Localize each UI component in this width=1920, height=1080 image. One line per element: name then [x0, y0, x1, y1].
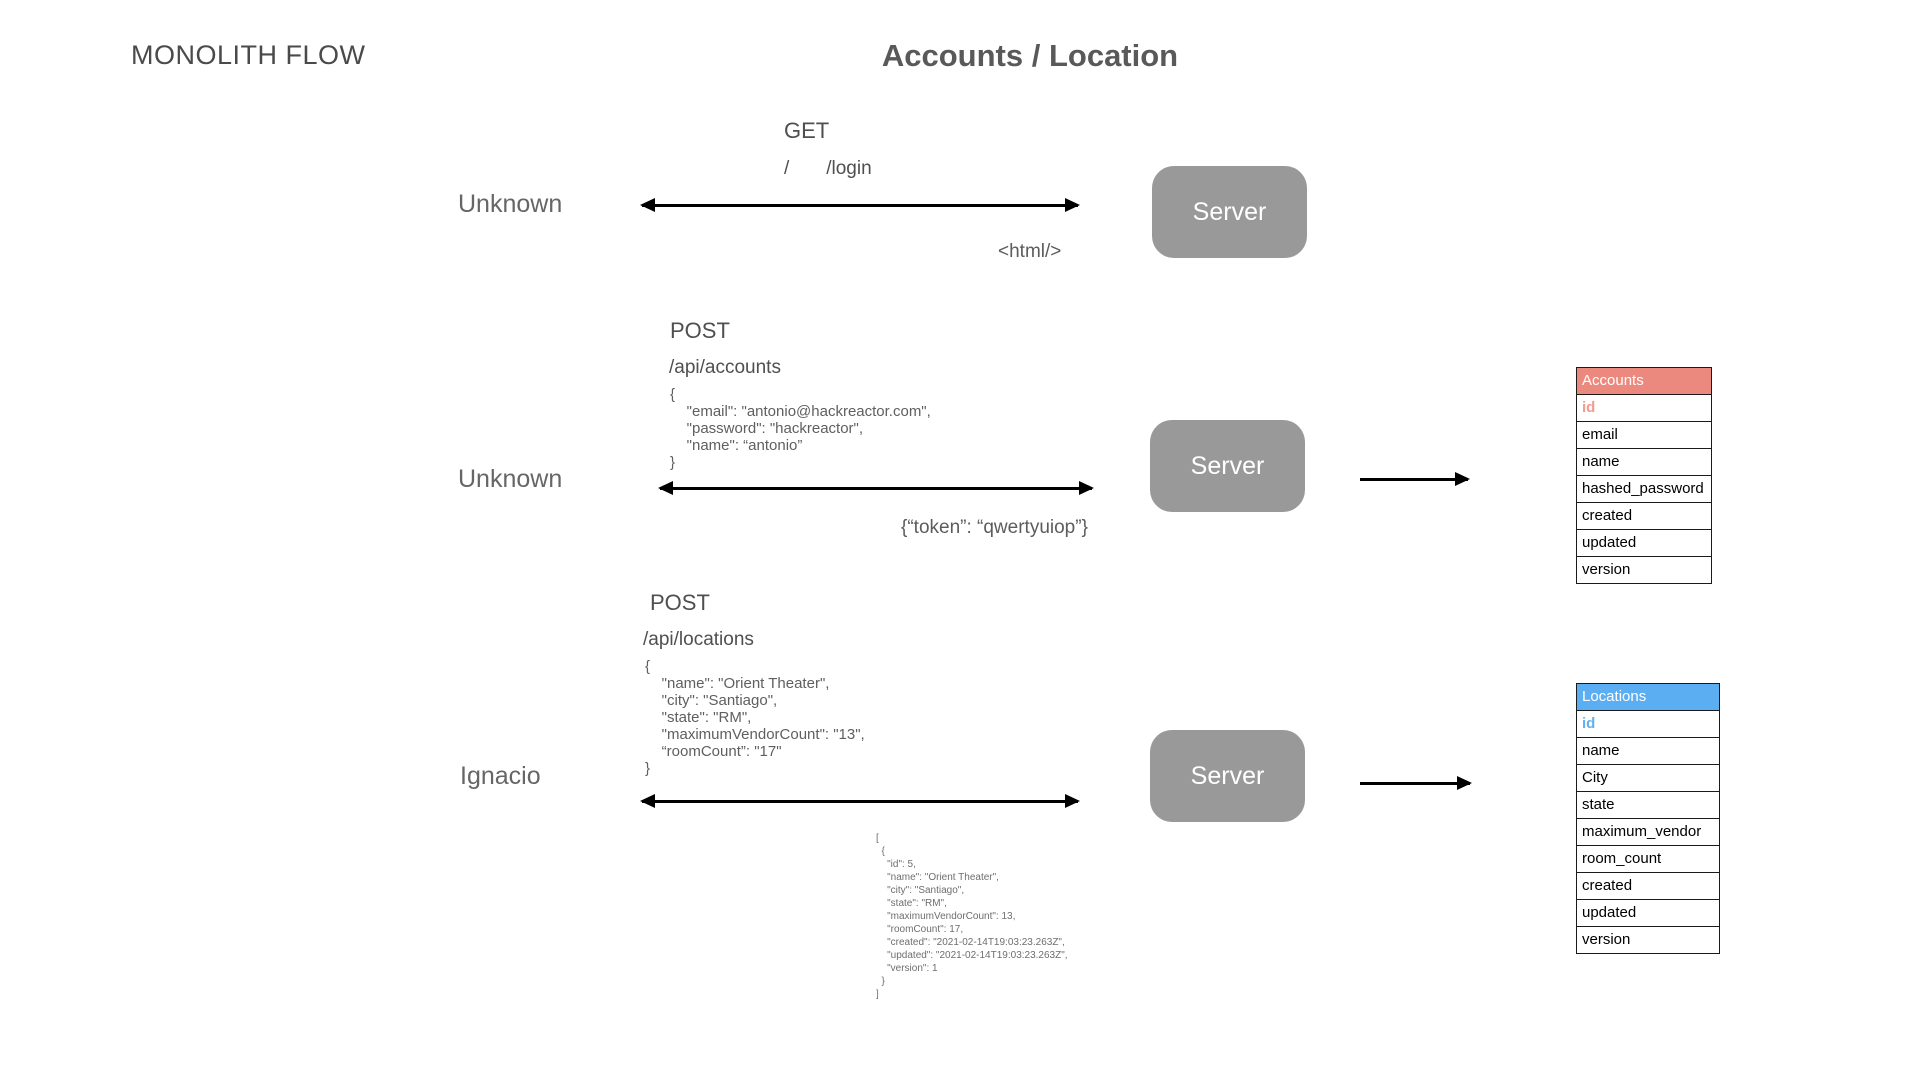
- accounts-table-title: Accounts: [1577, 368, 1711, 395]
- locations-field-maximum-vendor: maximum_vendor: [1577, 819, 1719, 846]
- flow3-request-body: { "name": "Orient Theater", "city": "San…: [645, 658, 865, 777]
- accounts-field-email: email: [1577, 422, 1711, 449]
- flow2-method-label: POST: [670, 318, 730, 343]
- accounts-field-updated: updated: [1577, 530, 1711, 557]
- locations-table: Locations id name City state maximum_ven…: [1576, 683, 1720, 954]
- flow2-server-to-accounts-table-arrow: [1360, 472, 1470, 486]
- flow3-method-label: POST: [650, 590, 710, 615]
- flow2-server-label: Server: [1190, 451, 1265, 480]
- flow2-actor-label: Unknown: [458, 465, 563, 493]
- flow2-request-response-arrow: [658, 481, 1094, 495]
- locations-field-city: City: [1577, 765, 1719, 792]
- flow2-request-body: { "email": "antonio@hackreactor.com", "p…: [670, 386, 931, 471]
- flow3-actor-label: Ignacio: [460, 762, 541, 790]
- locations-field-created: created: [1577, 873, 1719, 900]
- accounts-table: Accounts id email name hashed_password c…: [1576, 367, 1712, 584]
- accounts-field-hashed-password: hashed_password: [1577, 476, 1711, 503]
- flow2-server-box: Server: [1150, 420, 1305, 512]
- flow3-server-to-locations-table-arrow: [1360, 776, 1472, 790]
- flow3-response-body: [ { "id": 5, "name": "Orient Theater", "…: [876, 833, 1068, 1000]
- flow3-path-label: /api/locations: [643, 629, 754, 650]
- flow1-method-label: GET: [784, 118, 830, 143]
- flow1-server-label: Server: [1192, 197, 1267, 226]
- flow1-path-label: / /login: [784, 158, 872, 179]
- flow1-response-label: <html/>: [998, 241, 1062, 262]
- accounts-field-name: name: [1577, 449, 1711, 476]
- app-logo: MONOLITH FLOW: [131, 40, 366, 70]
- locations-field-state: state: [1577, 792, 1719, 819]
- flow3-server-label: Server: [1190, 761, 1265, 790]
- locations-table-title: Locations: [1577, 684, 1719, 711]
- accounts-field-id: id: [1577, 395, 1711, 422]
- accounts-field-version: version: [1582, 561, 1631, 578]
- locations-field-version: version: [1582, 931, 1631, 948]
- flow2-response-label: {“token”: “qwertyuiop”}: [901, 517, 1088, 538]
- locations-field-updated: updated: [1577, 900, 1719, 927]
- locations-field-name: name: [1577, 738, 1719, 765]
- page-title: Accounts / Location: [881, 38, 1179, 73]
- locations-field-room-count: room_count: [1577, 846, 1719, 873]
- flow3-request-response-arrow: [640, 794, 1080, 808]
- flow1-request-response-arrow: [640, 198, 1080, 212]
- flow3-server-box: Server: [1150, 730, 1305, 822]
- flow2-path-label: /api/accounts: [669, 357, 781, 378]
- flow1-server-box: Server: [1152, 166, 1307, 258]
- flow1-actor-label: Unknown: [458, 190, 563, 218]
- locations-field-id: id: [1577, 711, 1719, 738]
- accounts-field-created: created: [1577, 503, 1711, 530]
